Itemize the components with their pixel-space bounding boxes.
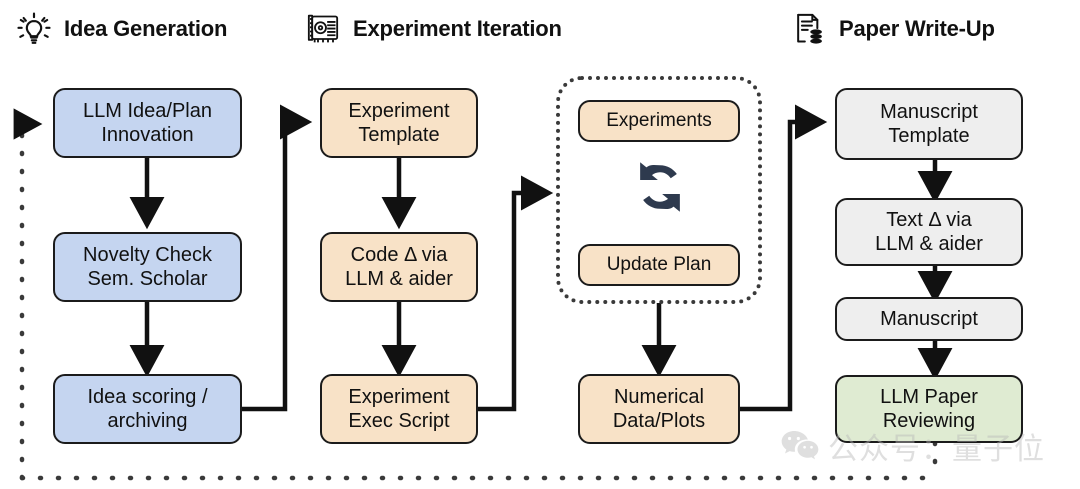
watermark-text: 公众号：量子位 [828, 433, 1045, 466]
node-numerical-data-plots[interactable]: Numerical Data/Plots [578, 374, 740, 444]
header-paper-write-up: Paper Write-Up [789, 6, 995, 52]
node-experiments[interactable]: Experiments [578, 100, 740, 142]
node-llm-paper-reviewing[interactable]: LLM Paper Reviewing [835, 375, 1023, 443]
node-experiment-template[interactable]: Experiment Template [320, 88, 478, 158]
node-code-delta-via-llm-aider[interactable]: Code Δ via LLM & aider [320, 232, 478, 302]
cycle-refresh-icon [640, 162, 680, 212]
header-label: Idea Generation [64, 16, 228, 41]
node-idea-scoring-archiving[interactable]: Idea scoring / archiving [53, 374, 242, 444]
wechat-icon [781, 431, 819, 460]
document-database-icon [797, 13, 822, 44]
node-experiment-exec-script[interactable]: Experiment Exec Script [320, 374, 478, 444]
header-idea-generation: Idea Generation [14, 6, 227, 52]
header-experiment-iteration: Experiment Iteration [303, 6, 562, 52]
node-update-plan[interactable]: Update Plan [578, 244, 740, 286]
lightbulb-icon [17, 12, 51, 44]
header-label: Paper Write-Up [839, 16, 995, 41]
node-novelty-check-sem-scholar[interactable]: Novelty Check Sem. Scholar [53, 232, 242, 302]
node-manuscript-template[interactable]: Manuscript Template [835, 88, 1023, 160]
header-label: Experiment Iteration [353, 16, 562, 41]
edge-scoring-to-experiment-template [242, 104, 313, 412]
experiment-loop-container [556, 76, 762, 304]
node-text-delta-via-llm-aider[interactable]: Text Δ via LLM & aider [835, 198, 1023, 266]
edge-exec-script-to-loop [478, 175, 554, 412]
node-manuscript[interactable]: Manuscript [835, 297, 1023, 341]
gpu-card-icon [307, 14, 339, 43]
node-llm-idea-plan-innovation[interactable]: LLM Idea/Plan Innovation [53, 88, 242, 158]
watermark: 公众号：量子位 [780, 424, 1045, 468]
